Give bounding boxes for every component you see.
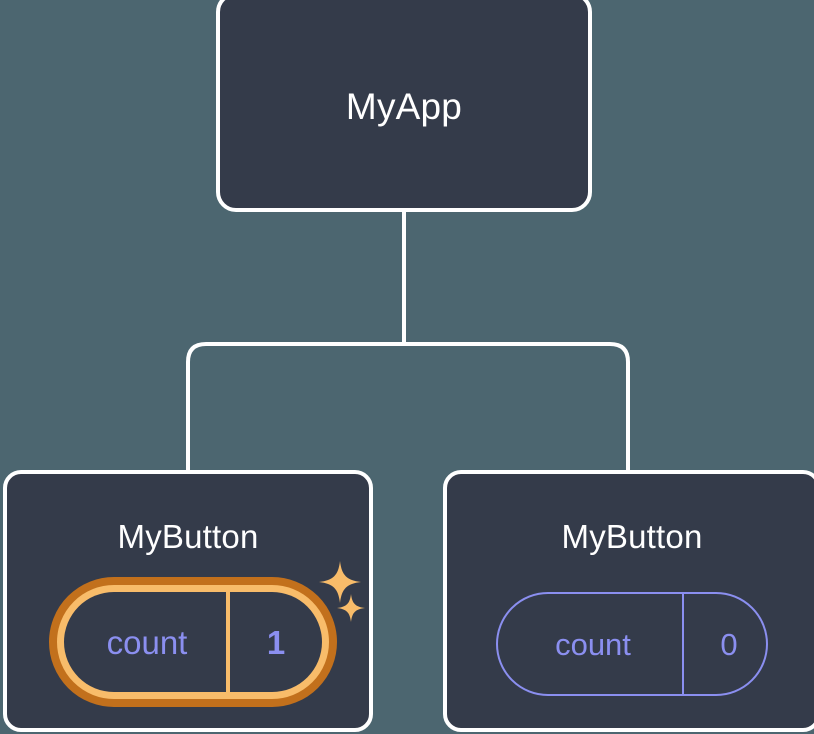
state-pill-highlighted[interactable]: count 1 bbox=[49, 577, 337, 707]
component-name-label: MyButton bbox=[561, 518, 703, 555]
state-value-label: 1 bbox=[266, 623, 286, 661]
state-pill-inner: count 1 bbox=[64, 592, 322, 692]
state-value-label: 0 bbox=[720, 626, 738, 662]
component-name-label: MyApp bbox=[345, 86, 463, 127]
component-name-label: MyButton bbox=[117, 518, 259, 555]
component-node-mybutton-left[interactable]: MyButton count 1 bbox=[3, 470, 373, 732]
state-pill[interactable]: count 0 bbox=[496, 592, 768, 696]
component-node-myapp[interactable]: MyApp bbox=[216, 0, 592, 212]
sparkle-icon bbox=[319, 561, 361, 603]
component-node-mybutton-right[interactable]: MyButton count 0 bbox=[443, 470, 814, 732]
sparkle-icon bbox=[337, 594, 365, 622]
connector-branch bbox=[186, 342, 630, 472]
state-key-label: count bbox=[64, 592, 230, 692]
state-key-label: count bbox=[498, 594, 684, 694]
